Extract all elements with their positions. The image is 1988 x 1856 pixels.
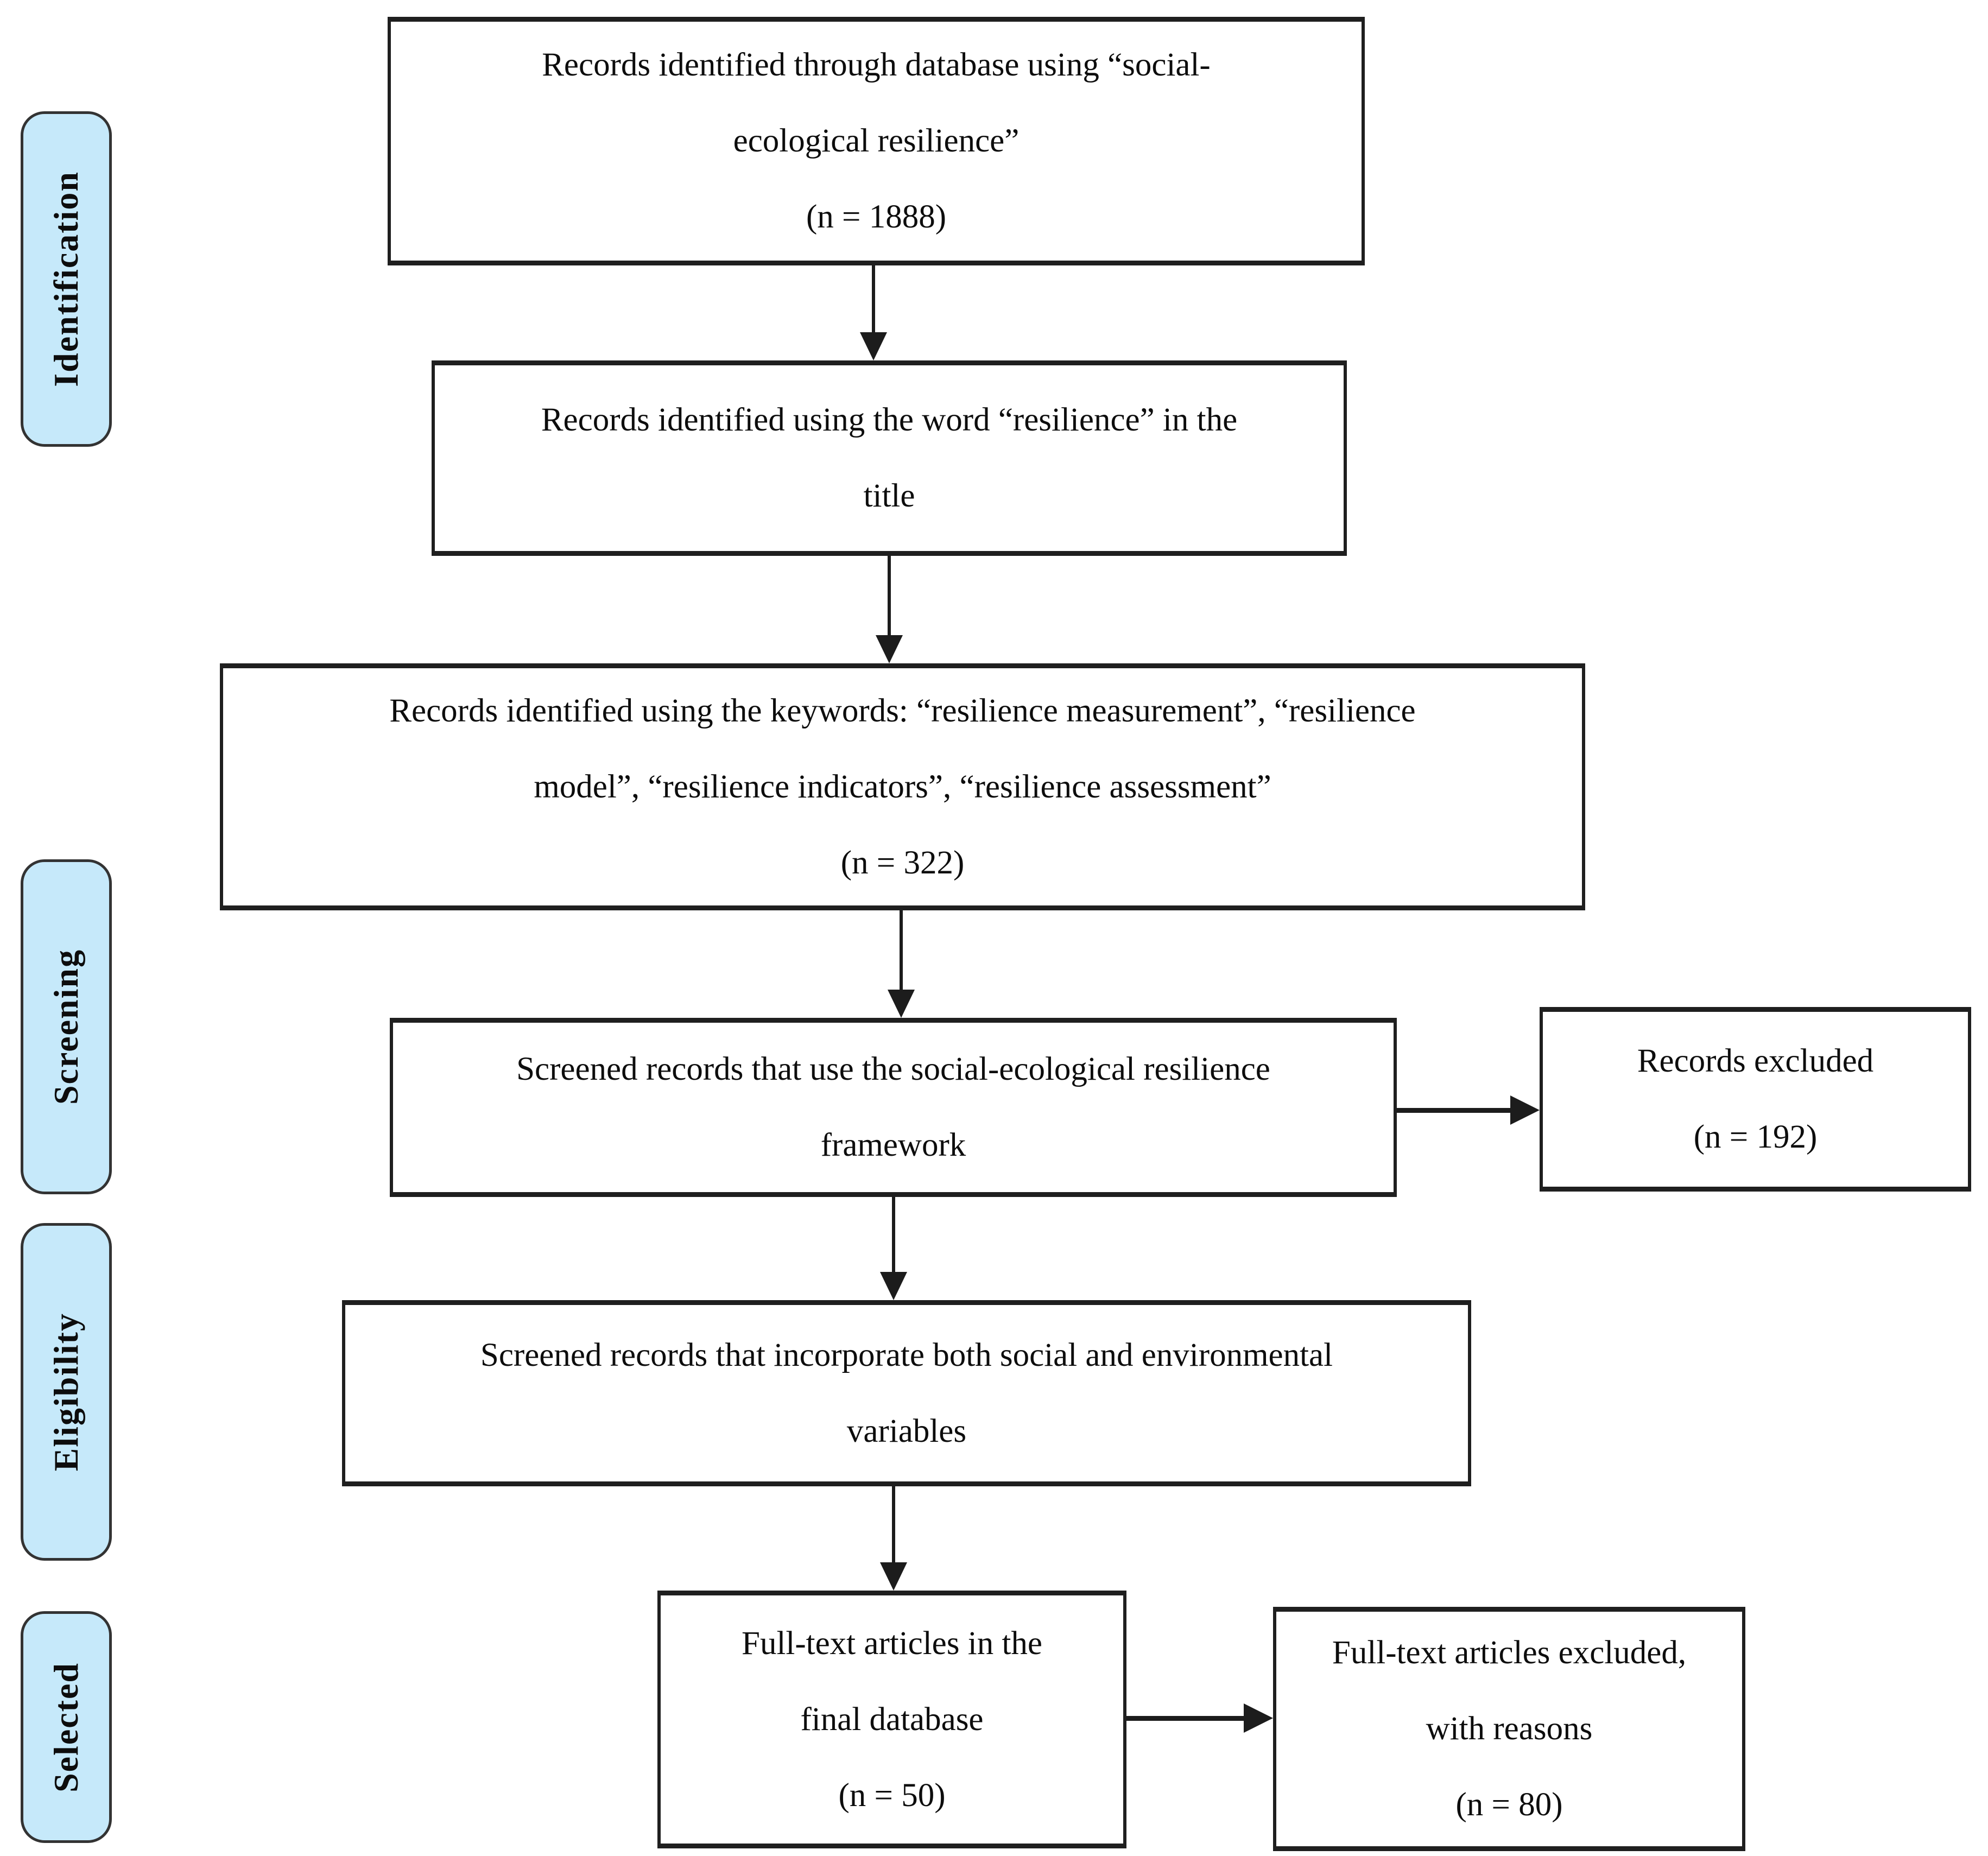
arrow-line-keywords-to-screened	[900, 910, 903, 991]
box-line: Screened records that incorporate both s…	[480, 1336, 1333, 1373]
box-line: variables	[846, 1412, 967, 1449]
arrow-line-screened-to-variables	[892, 1197, 895, 1273]
stage-label-selected-text: Selected	[47, 1662, 85, 1792]
box-count: (n = 50)	[838, 1777, 946, 1814]
box-line: Full-text articles in the	[742, 1625, 1042, 1662]
box-line: ecological resilience”	[733, 123, 1020, 159]
arrowhead-down-icon	[880, 1272, 907, 1300]
box-count: (n = 192)	[1693, 1119, 1818, 1155]
arrowhead-right-icon	[1244, 1703, 1273, 1733]
stage-label-screening: Screening	[21, 859, 112, 1194]
box-line: with reasons	[1426, 1711, 1593, 1747]
box-line: Records identified through database usin…	[542, 47, 1211, 83]
box-line: framework	[820, 1127, 966, 1163]
box-count: (n = 322)	[840, 844, 965, 881]
arrowhead-right-icon	[1510, 1095, 1540, 1125]
stage-label-eligibility-text: Eligibility	[47, 1312, 85, 1472]
box-line: model”, “resilience indicators”, “resili…	[534, 768, 1271, 805]
stage-label-screening-text: Screening	[47, 948, 85, 1105]
box-records-identified-title: Records identified using the word “resil…	[432, 360, 1347, 556]
stage-label-identification: Identification	[21, 111, 112, 447]
arrowhead-down-icon	[880, 1562, 907, 1591]
box-count: (n = 80)	[1455, 1787, 1563, 1823]
stage-label-selected: Selected	[21, 1611, 112, 1843]
box-records-identified-keywords: Records identified using the keywords: “…	[220, 663, 1585, 910]
box-line: Screened records that use the social-eco…	[516, 1051, 1270, 1087]
arrowhead-down-icon	[888, 990, 915, 1018]
box-line: Full-text articles excluded,	[1332, 1635, 1687, 1671]
arrow-line-final-to-excluded	[1126, 1716, 1245, 1721]
arrowhead-down-icon	[860, 332, 887, 360]
box-records-identified-database: Records identified through database usin…	[388, 17, 1365, 265]
box-fulltext-final-database: Full-text articles in the final database…	[657, 1591, 1126, 1848]
box-line: final database	[800, 1701, 984, 1738]
arrow-line-title-to-keywords	[888, 556, 891, 636]
stage-label-eligibility: Eligibility	[21, 1223, 112, 1561]
box-line: Records identified using the word “resil…	[541, 402, 1238, 438]
box-line: Records identified using the keywords: “…	[389, 692, 1416, 729]
box-screened-variables: Screened records that incorporate both s…	[342, 1300, 1471, 1486]
arrow-line-variables-to-fulltext	[892, 1486, 895, 1563]
box-fulltext-excluded: Full-text articles excluded, with reason…	[1273, 1607, 1745, 1851]
box-line: title	[863, 478, 915, 514]
arrowhead-down-icon	[876, 635, 903, 663]
box-line: Records excluded	[1637, 1043, 1874, 1079]
arrow-line-screened-to-excluded	[1397, 1108, 1512, 1113]
box-count: (n = 1888)	[806, 199, 947, 235]
arrow-line-db-to-title	[872, 265, 875, 333]
box-screened-framework: Screened records that use the social-eco…	[390, 1018, 1397, 1197]
stage-label-identification-text: Identification	[47, 171, 85, 387]
box-records-excluded: Records excluded (n = 192)	[1540, 1007, 1971, 1192]
